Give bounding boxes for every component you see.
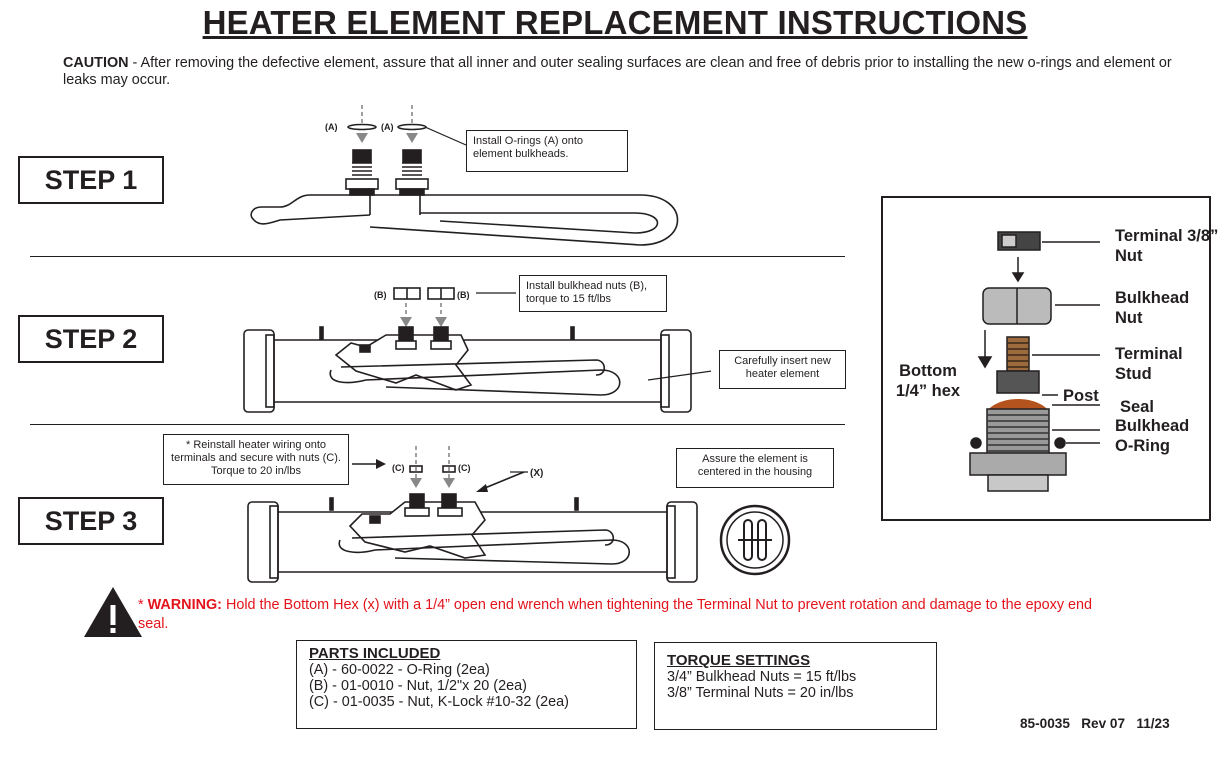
parts-included-header: PARTS INCLUDED xyxy=(309,645,441,662)
bulkhead-nut-label: Bulkhead Nut xyxy=(1115,289,1190,327)
nut-c-label-2: (C) xyxy=(458,463,471,473)
housing-end-view-icon xyxy=(719,504,791,576)
warning-prefix: * xyxy=(138,597,148,613)
step-3-wiring-callout: * Reinstall heater wiring onto terminals… xyxy=(163,434,349,485)
step-2-nuts-callout: Install bulkhead nuts (B), torque to 15 … xyxy=(519,275,667,312)
step-separator xyxy=(30,424,845,425)
terminal-nut-label: Terminal 3/8” Nut xyxy=(1115,227,1219,265)
terminal-assembly-diagram xyxy=(969,231,1100,492)
parts-item: (C) - 01-0035 - Nut, K-Lock #10-32 (2ea) xyxy=(309,694,569,710)
step-3-center-callout: Assure the element is centered in the ho… xyxy=(676,448,834,488)
step-3-housing-diagram: (C) (C) (X) xyxy=(247,446,698,583)
seal-label: Seal xyxy=(1120,398,1154,416)
warning-label: WARNING: xyxy=(147,597,222,613)
bottom-hex-label: Bottom 1/4” hex xyxy=(895,362,961,400)
step-1-callout: Install O-rings (A) onto element bulkhea… xyxy=(466,130,628,172)
torque-item: 3/4” Bulkhead Nuts = 15 ft/lbs xyxy=(667,669,857,685)
step-1-label: STEP 1 xyxy=(18,156,164,204)
caution-body: - After removing the defective element, … xyxy=(63,55,1172,88)
nut-b-label-2: (B) xyxy=(457,290,470,300)
caution-label: CAUTION xyxy=(63,55,129,71)
oring-a-label-2: (A) xyxy=(381,122,394,132)
parts-diagram-box xyxy=(881,196,1211,521)
warning-text: * WARNING: Hold the Bottom Hex (x) with … xyxy=(138,596,1098,634)
parts-item: (B) - 01-0010 - Nut, 1/2"x 20 (2ea) xyxy=(309,678,527,694)
torque-item: 3/8” Terminal Nuts = 20 in/lbs xyxy=(667,685,854,701)
step-2-label: STEP 2 xyxy=(18,315,164,363)
warning-triangle-icon xyxy=(84,587,142,637)
step-2-insert-callout: Carefully insert new heater element xyxy=(719,350,846,389)
step-1-element-diagram: (A) (A) xyxy=(250,105,679,246)
step-2-housing-diagram: (B) (B) xyxy=(243,287,711,413)
torque-settings-header: TORQUE SETTINGS xyxy=(667,652,811,669)
step-separator xyxy=(30,256,845,257)
nut-b-label-1: (B) xyxy=(374,290,387,300)
document-reference: 85-0035 Rev 07 11/23 xyxy=(1020,716,1170,731)
bulkhead-oring-label: Bulkhead O-Ring xyxy=(1115,417,1190,455)
step-3-label: STEP 3 xyxy=(18,497,164,545)
parts-included-box: PARTS INCLUDED (A) - 60-0022 - O-Ring (2… xyxy=(296,640,637,729)
post-label: Post xyxy=(1063,387,1099,405)
page-title: HEATER ELEMENT REPLACEMENT INSTRUCTIONS xyxy=(202,4,1028,41)
torque-settings-box: TORQUE SETTINGS 3/4” Bulkhead Nuts = 15 … xyxy=(654,642,937,730)
caution-text: CAUTION - After removing the defective e… xyxy=(63,55,1193,89)
warning-body: Hold the Bottom Hex (x) with a 1/4” open… xyxy=(138,597,1093,632)
hex-x-label: (X) xyxy=(530,468,543,479)
parts-item: (A) - 60-0022 - O-Ring (2ea) xyxy=(309,662,490,678)
nut-c-label-1: (C) xyxy=(392,463,405,473)
oring-a-label-1: (A) xyxy=(325,122,338,132)
terminal-stud-label: Terminal Stud xyxy=(1115,345,1183,383)
